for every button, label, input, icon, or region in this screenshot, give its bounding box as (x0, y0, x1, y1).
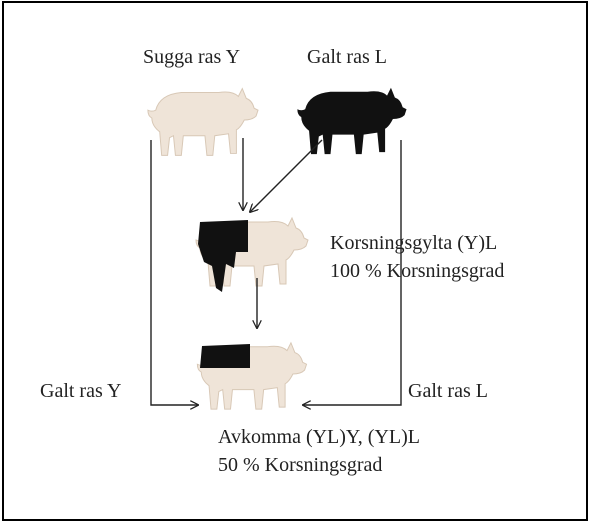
boar-top-label: Galt ras L (307, 46, 387, 68)
offspring-pig-image (197, 343, 306, 409)
boar-left-label: Galt ras Y (40, 380, 121, 402)
boar-pig-image (297, 88, 406, 154)
arrow-left-path (151, 140, 198, 405)
crossbred-degree-label: 100 % Korsningsgrad (330, 260, 504, 282)
arrow-boar-to-gilt (250, 140, 322, 212)
boar-right-label: Galt ras L (408, 380, 488, 402)
sow-pig-image (148, 89, 258, 156)
crossbred-gilt-label: Korsningsgylta (Y)L (330, 232, 497, 254)
crossbred-gilt-image (196, 218, 308, 292)
sow-label: Sugga ras Y (143, 46, 240, 68)
offspring-label: Avkomma (YL)Y, (YL)L (218, 426, 420, 448)
offspring-degree-label: 50 % Korsningsgrad (218, 454, 382, 476)
